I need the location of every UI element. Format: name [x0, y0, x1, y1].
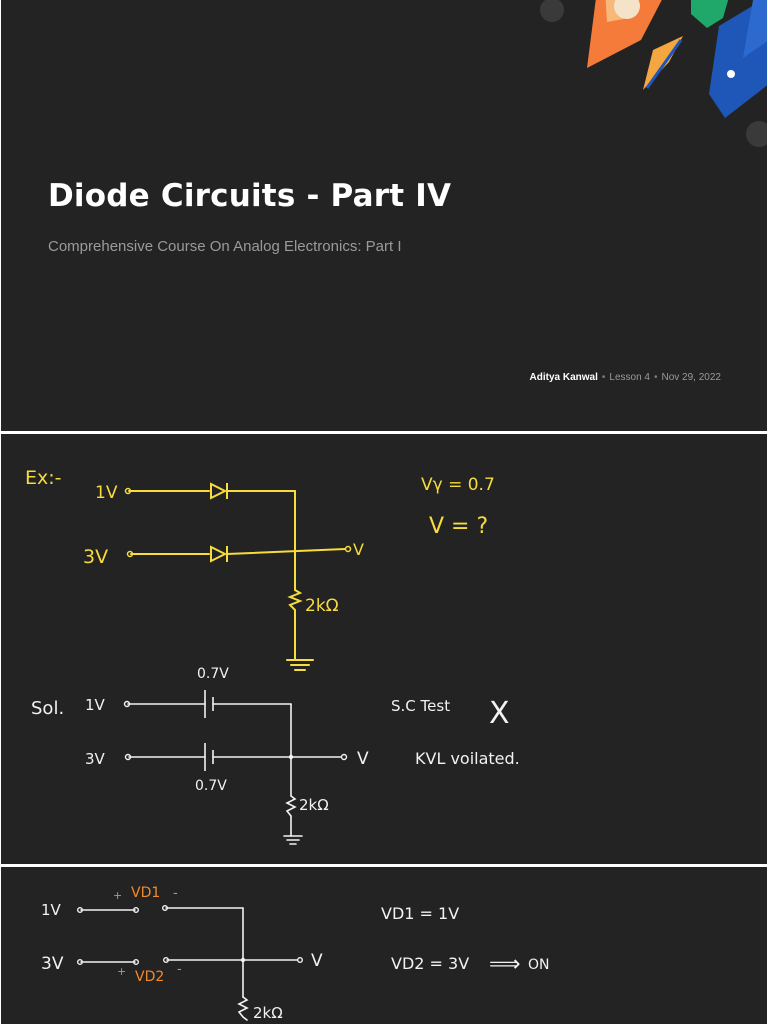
- deco-circle-small: [540, 0, 564, 22]
- input-terminal-2: [126, 550, 134, 558]
- output-terminal: [344, 545, 352, 553]
- sc-test-cross: X: [489, 696, 510, 731]
- lesson-meta: Aditya Kanwal•Lesson 4•Nov 29, 2022: [530, 372, 721, 383]
- an-open-terminal-2b: [162, 956, 169, 963]
- diode-2-icon: [210, 545, 228, 563]
- an-open-terminal-1a: [132, 907, 139, 914]
- example-heading: Ex:-: [25, 467, 62, 489]
- vd1-equation: VD1 = 1V: [381, 904, 459, 923]
- deco-cream-circle: [614, 0, 640, 19]
- input-terminal-1: [124, 487, 132, 495]
- lesson-title: Diode Circuits - Part IV: [48, 178, 452, 214]
- analysis-resistor: 2kΩ: [253, 1004, 283, 1022]
- analysis-output: V: [311, 951, 323, 971]
- meta-separator: •: [653, 372, 658, 383]
- example-output: V: [353, 540, 364, 559]
- example-input-2: 3V: [83, 546, 108, 568]
- source-1-icon: [204, 690, 214, 718]
- example-circuit-wires: [128, 490, 346, 671]
- solution-source-top: 0.7V: [197, 666, 229, 682]
- deco-blue-stroke: [645, 39, 683, 89]
- cover-slide: Diode Circuits - Part IV Comprehensive C…: [1, 0, 767, 431]
- vd1-plus: +: [113, 889, 122, 902]
- example-circuit-drawing: Ex:- 1V 3V V 2kΩ Vγ = 0.7 V = ?: [25, 467, 520, 845]
- cover-decoration: [540, 0, 767, 147]
- an-input-terminal-1: [76, 907, 83, 914]
- example-resistor: 2kΩ: [305, 596, 339, 616]
- sol-input-terminal-1: [123, 700, 131, 708]
- an-input-terminal-2: [76, 958, 83, 965]
- course-subtitle: Comprehensive Course On Analog Electroni…: [48, 238, 402, 255]
- solution-resistor: 2kΩ: [299, 796, 329, 814]
- deco-green-shape: [691, 0, 729, 28]
- diode-1-icon: [210, 482, 228, 500]
- analysis-circuit-wires: [80, 907, 298, 1021]
- lesson-number: Lesson 4: [609, 372, 650, 383]
- sol-output-terminal: [340, 753, 348, 761]
- author-name: Aditya Kanwal: [529, 372, 598, 383]
- implies-arrow: ⟹: [489, 952, 521, 977]
- solution-heading: Sol.: [31, 698, 64, 719]
- meta-separator: •: [601, 372, 606, 383]
- analysis-input-2: 3V: [41, 954, 64, 974]
- sol-junction-dot: [288, 754, 294, 760]
- notes-slide-example: Ex:- 1V 3V V 2kΩ Vγ = 0.7 V = ?: [1, 434, 767, 864]
- an-junction-dot: [240, 957, 246, 963]
- example-given-cutin: Vγ = 0.7: [421, 475, 495, 495]
- deco-white-dot: [727, 70, 735, 78]
- solution-source-bottom: 0.7V: [195, 778, 227, 794]
- vd2-result: ON: [528, 957, 550, 973]
- vd2-minus: -: [177, 962, 182, 977]
- analysis-input-1: 1V: [41, 901, 62, 919]
- orange-annotations: + VD1 - + VD2 -: [113, 885, 182, 985]
- deco-circle-right: [746, 121, 767, 147]
- an-open-terminal-2a: [132, 958, 139, 965]
- deco-orange-shape: [587, 0, 662, 68]
- sc-test-note: S.C Test: [391, 697, 450, 715]
- solution-labels: Sol. 1V 3V 0.7V 0.7V V 2kΩ S.C Test X KV…: [31, 666, 520, 814]
- lesson-date: Nov 29, 2022: [661, 372, 722, 383]
- analysis-labels: 1V 3V V 2kΩ VD1 = 1V VD2 = 3V ⟹ ON: [41, 901, 550, 1022]
- an-open-terminal-1b: [161, 905, 168, 912]
- analysis-circuit-drawing: 1V 3V V 2kΩ VD1 = 1V VD2 = 3V ⟹ ON + VD1…: [41, 885, 550, 1022]
- example-input-1: 1V: [95, 483, 118, 503]
- example-labels: Ex:- 1V 3V V 2kΩ Vγ = 0.7 V = ?: [25, 467, 495, 616]
- vd2-label: VD2: [135, 969, 164, 985]
- solution-circuit-wires: [127, 703, 342, 845]
- vd1-label: VD1: [131, 885, 160, 901]
- vd2-equation: VD2 = 3V: [391, 954, 469, 973]
- vd1-minus: -: [173, 886, 178, 901]
- deco-blue-light: [743, 0, 767, 58]
- kvl-note: KVL voilated.: [415, 749, 520, 768]
- an-output-terminal: [297, 956, 304, 963]
- example-given-unknown: V = ?: [429, 514, 488, 539]
- sol-input-terminal-2: [124, 753, 132, 761]
- vd2-plus: +: [117, 965, 126, 978]
- solution-output: V: [357, 749, 369, 769]
- source-2-icon: [204, 743, 214, 771]
- solution-input-1: 1V: [85, 696, 106, 714]
- notes-slide-analysis: 1V 3V V 2kΩ VD1 = 1V VD2 = 3V ⟹ ON + VD1…: [1, 867, 767, 1024]
- solution-input-2: 3V: [85, 750, 106, 768]
